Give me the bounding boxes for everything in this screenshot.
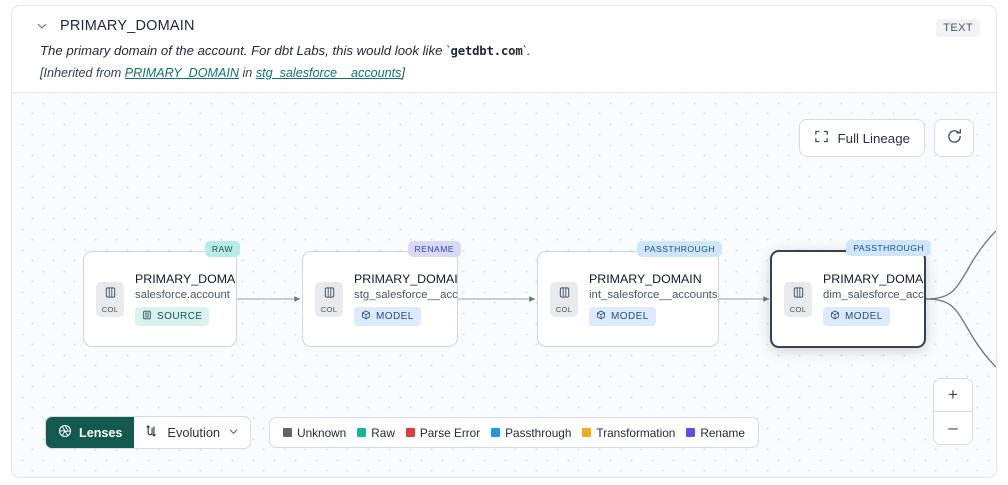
node-kind-badge: SOURCE bbox=[135, 307, 210, 326]
zoom-controls: + – bbox=[933, 378, 973, 445]
header-title-row: PRIMARY_DOMAIN bbox=[12, 6, 996, 34]
cube-icon bbox=[361, 310, 371, 323]
refresh-button[interactable] bbox=[934, 119, 974, 157]
node-source-name: stg_salesforce__accounts bbox=[354, 289, 457, 301]
node-column-name: PRIMARY_DOMAIN bbox=[823, 272, 924, 286]
inherit-model-link[interactable]: stg_salesforce__accounts bbox=[255, 66, 402, 80]
column-icon bbox=[792, 286, 805, 304]
type-badge: TEXT bbox=[936, 19, 980, 37]
zoom-out-button[interactable]: – bbox=[934, 411, 972, 444]
node-body: PRIMARY_DOMAIN int_salesforce__accounts_… bbox=[583, 266, 718, 332]
legend-label: Transformation bbox=[596, 425, 676, 440]
legend-item: Parse Error bbox=[405, 425, 481, 440]
inherited-from-note: [Inherited from PRIMARY_DOMAIN in stg_sa… bbox=[12, 58, 996, 80]
lenses-button[interactable]: Lenses bbox=[46, 417, 135, 448]
legend-label: Parse Error bbox=[419, 425, 481, 440]
lineage-node[interactable]: PASSTHROUGH COL PRIMARY_DOMAIN int_sales… bbox=[537, 241, 722, 347]
node-body: PRIMARY_DOMAIN dim_salesforce_accounts M… bbox=[817, 266, 924, 332]
column-icon-box: COL bbox=[315, 281, 343, 317]
legend-item: Rename bbox=[686, 426, 745, 440]
column-icon-label: COL bbox=[320, 304, 338, 314]
legend-label: Raw bbox=[371, 425, 395, 440]
node-kind-badge: MODEL bbox=[589, 307, 656, 326]
full-lineage-button[interactable]: Full Lineage bbox=[798, 119, 925, 157]
legend-swatch bbox=[491, 428, 501, 437]
legend-label: Passthrough bbox=[505, 425, 572, 440]
legend-label: Rename bbox=[700, 425, 745, 440]
lenses-label: Lenses bbox=[79, 425, 123, 440]
legend-swatch bbox=[686, 428, 696, 437]
evolution-label: Evolution bbox=[167, 425, 221, 440]
inherit-prefix: [Inherited from bbox=[40, 66, 125, 80]
flow-arrow-icon bbox=[145, 424, 159, 442]
refresh-icon bbox=[946, 128, 963, 148]
legend-swatch bbox=[405, 428, 415, 437]
node-kind-label: MODEL bbox=[376, 311, 414, 322]
card-header: PRIMARY_DOMAIN TEXT The primary domain o… bbox=[12, 6, 996, 92]
evolution-dropdown[interactable]: Evolution bbox=[134, 417, 250, 448]
description-text-pre: The primary domain of the account. For d… bbox=[40, 43, 451, 58]
lineage-legend: Unknown Raw Parse Error Passthrough bbox=[269, 417, 759, 448]
node-column-name: PRIMARY_DOMAIN bbox=[354, 272, 457, 286]
database-icon bbox=[142, 310, 152, 323]
legend-swatch bbox=[283, 428, 293, 437]
lineage-node-selected[interactable]: PASSTHROUGH COL PRIMARY_DOMAIN dim_sales… bbox=[770, 240, 931, 348]
column-icon-label: COL bbox=[789, 304, 807, 314]
inherit-middle: in bbox=[239, 66, 256, 80]
column-description: The primary domain of the account. For d… bbox=[12, 34, 996, 58]
column-icon-label: COL bbox=[101, 304, 119, 314]
node-kind-label: MODEL bbox=[611, 311, 649, 322]
node-source-name: int_salesforce__accounts_joined bbox=[589, 289, 718, 301]
node-kind-label: MODEL bbox=[845, 311, 883, 322]
node-badge: PASSTHROUGH bbox=[637, 241, 722, 257]
zoom-in-button[interactable]: + bbox=[948, 385, 958, 404]
full-lineage-label: Full Lineage bbox=[837, 130, 910, 146]
cube-icon bbox=[596, 310, 606, 323]
chevron-down-icon[interactable] bbox=[34, 18, 50, 34]
column-icon-box: COL bbox=[550, 281, 578, 317]
lenses-group: Lenses Evolution bbox=[45, 416, 252, 449]
node-kind-badge: MODEL bbox=[823, 307, 890, 326]
legend-item: Raw bbox=[357, 426, 395, 440]
cube-icon bbox=[830, 310, 840, 323]
column-icon-label: COL bbox=[555, 304, 573, 314]
node-kind-label: SOURCE bbox=[157, 311, 203, 322]
lineage-canvas[interactable]: Full Lineage RAW bbox=[12, 93, 996, 477]
node-badge: RAW bbox=[204, 241, 240, 257]
column-icon bbox=[104, 286, 117, 304]
legend-item: Transformation bbox=[582, 426, 675, 440]
legend-swatch bbox=[582, 428, 592, 437]
node-badge: PASSTHROUGH bbox=[846, 240, 931, 256]
aperture-icon bbox=[58, 424, 72, 441]
description-code: getdbt.com bbox=[450, 44, 523, 58]
node-body: PRIMARY_DOMAIN__C salesforce.account SOU… bbox=[129, 266, 236, 332]
inherit-column-link[interactable]: PRIMARY_DOMAIN bbox=[124, 66, 239, 80]
column-icon bbox=[323, 286, 336, 304]
inherit-suffix: ] bbox=[401, 66, 405, 80]
node-source-name: salesforce.account bbox=[135, 289, 230, 301]
node-kind-badge: MODEL bbox=[354, 307, 421, 326]
legend-label: Unknown bbox=[297, 425, 347, 440]
legend-item: Passthrough bbox=[491, 426, 571, 440]
column-icon-box: COL bbox=[784, 281, 812, 317]
legend-item: Unknown bbox=[283, 426, 346, 440]
node-column-name: PRIMARY_DOMAIN bbox=[589, 272, 702, 286]
legend-swatch bbox=[357, 428, 367, 437]
lineage-node[interactable]: RAW COL PRIMARY_DOMAIN__C salesforce.acc… bbox=[83, 241, 240, 347]
node-column-name: PRIMARY_DOMAIN__C bbox=[135, 272, 236, 286]
node-source-name: dim_salesforce_accounts bbox=[823, 289, 924, 301]
node-badge: RENAME bbox=[407, 241, 461, 257]
description-text-post: `. bbox=[522, 43, 531, 58]
column-icon bbox=[558, 286, 571, 304]
canvas-bottom-bar: Lenses Evolution bbox=[45, 416, 759, 449]
page-title: PRIMARY_DOMAIN bbox=[60, 18, 195, 34]
expand-icon bbox=[814, 129, 829, 147]
chevron-down-icon bbox=[228, 425, 239, 440]
column-icon-box: COL bbox=[96, 281, 124, 317]
canvas-toolbar: Full Lineage bbox=[798, 119, 974, 157]
header-divider bbox=[12, 92, 996, 93]
lineage-node[interactable]: RENAME COL PRIMARY_DOMAIN stg_salesforce… bbox=[302, 241, 461, 347]
node-body: PRIMARY_DOMAIN stg_salesforce__accounts … bbox=[348, 266, 457, 332]
column-detail-card: PRIMARY_DOMAIN TEXT The primary domain o… bbox=[11, 5, 997, 478]
